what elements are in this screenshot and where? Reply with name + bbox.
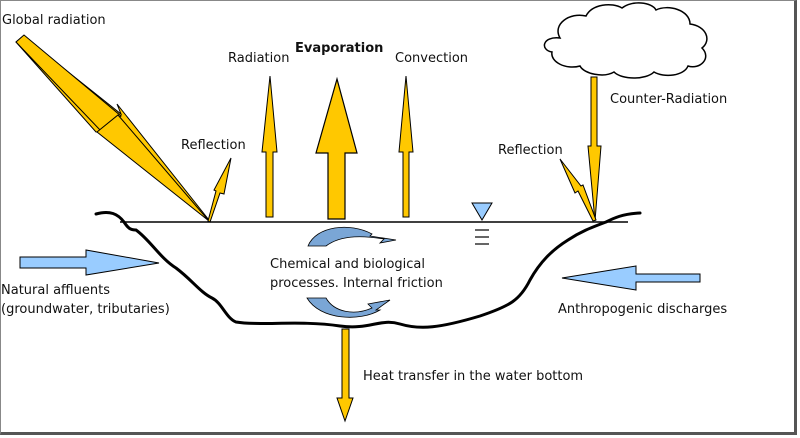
label-reflection-left: Reflection <box>181 138 246 153</box>
label-evaporation: Evaporation <box>295 41 384 56</box>
label-anthropogenic: Anthropogenic discharges <box>558 302 728 317</box>
label-counter-radiation: Counter-Radiation <box>610 92 728 107</box>
label-natural-affluents-2: (groundwater, tributaries) <box>1 302 170 317</box>
heat-transfer-arrow <box>336 328 354 423</box>
label-processes-2: processes. Internal friction <box>270 276 443 291</box>
global-radiation-arrow-head <box>96 114 210 222</box>
counter-radiation-arrow <box>587 76 602 222</box>
label-global-radiation: Global radiation <box>2 13 106 28</box>
label-reflection-right: Reflection <box>498 143 563 158</box>
radiation-arrow <box>261 75 278 218</box>
circulation-arrow-bottom <box>306 297 391 318</box>
label-radiation: Radiation <box>228 51 290 66</box>
label-natural-affluents-1: Natural affluents <box>1 283 110 298</box>
water-level-icon <box>471 202 493 245</box>
reflection-right-arrow <box>559 158 597 222</box>
basin-outline <box>94 210 642 329</box>
label-heat-transfer: Heat transfer in the water bottom <box>363 369 584 384</box>
evaporation-arrow <box>315 76 358 220</box>
anthropogenic-arrow <box>561 265 701 291</box>
global-radiation-arrow-shaft <box>15 34 122 132</box>
cloud-icon <box>543 2 708 79</box>
natural-affluents-arrow <box>19 249 160 276</box>
convection-arrow <box>398 75 414 218</box>
reflection-left-arrow <box>207 157 232 223</box>
circulation-arrow-top <box>307 226 397 247</box>
label-convection: Convection <box>395 51 469 66</box>
label-processes-1: Chemical and biological <box>270 257 426 272</box>
